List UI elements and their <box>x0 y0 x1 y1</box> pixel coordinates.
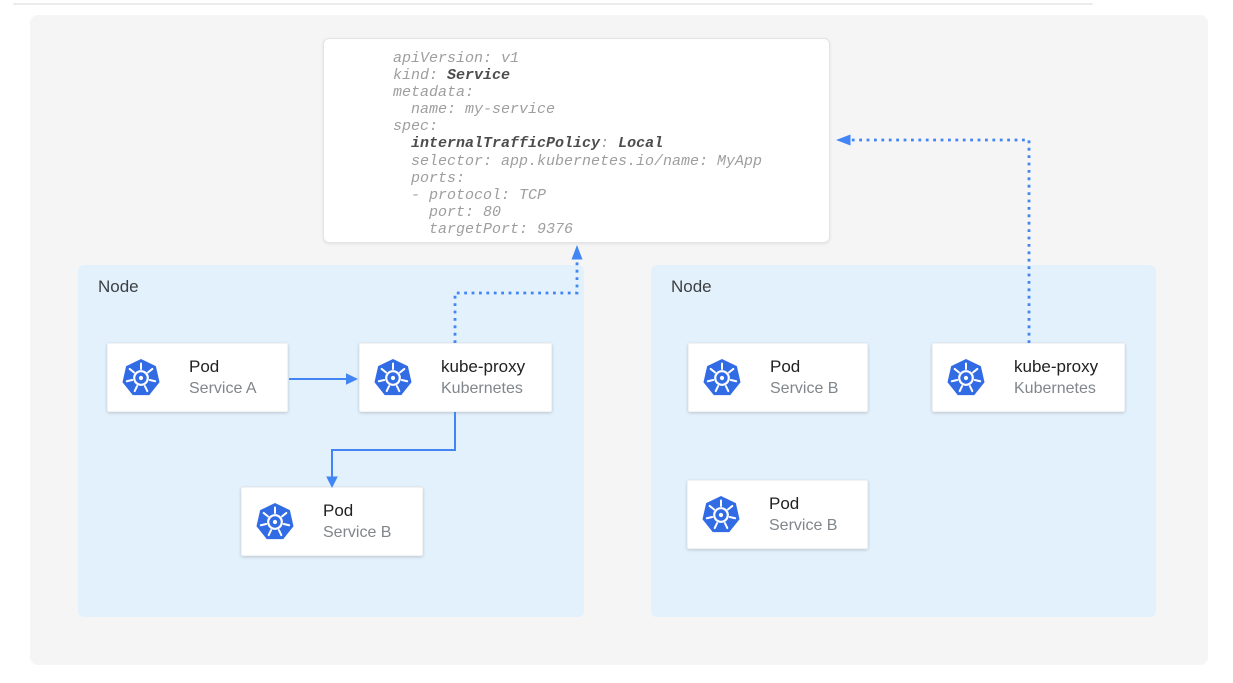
card-subtitle: Service B <box>770 380 839 397</box>
yaml-line: port: 80 <box>393 203 502 221</box>
card-title: kube-proxy <box>441 357 526 376</box>
pod-service-b-card-right-top: Pod Service B <box>688 343 868 412</box>
kubernetes-icon <box>255 501 295 540</box>
card-subtitle: Service B <box>323 524 392 541</box>
card-subtitle: Kubernetes <box>441 380 523 397</box>
yaml-line: apiVersion: v1 <box>393 50 520 67</box>
node-label: Node <box>671 277 712 296</box>
yaml-line: spec: <box>393 118 439 136</box>
kube-proxy-card-right: kube-proxy Kubernetes <box>932 343 1125 412</box>
yaml-line: selector: app.kubernetes.io/name: MyApp <box>393 152 763 170</box>
yaml-line: targetPort: 9376 <box>393 220 574 238</box>
yaml-line: name: my-service <box>393 101 556 119</box>
pod-service-b-card-right-bottom: Pod Service B <box>687 480 868 549</box>
yaml-line: - protocol: TCP <box>393 186 547 204</box>
kubernetes-icon <box>121 357 161 396</box>
top-divider <box>13 3 1093 5</box>
node-label: Node <box>98 277 139 296</box>
yaml-line: metadata: <box>393 84 475 102</box>
card-subtitle: Kubernetes <box>1014 380 1096 397</box>
card-title: Pod <box>769 494 800 513</box>
node-box-right: Node Pod Service B kube-proxy Kubernetes… <box>651 265 1156 617</box>
node-box-left: Node Pod Service A kube-proxy Kubernetes… <box>78 265 584 617</box>
pod-service-b-card-left: Pod Service B <box>241 487 423 556</box>
card-title: Pod <box>323 501 354 520</box>
card-subtitle: Service B <box>769 517 838 534</box>
kube-proxy-card-left: kube-proxy Kubernetes <box>359 343 552 412</box>
yaml-line: kind: Service <box>393 67 511 85</box>
service-yaml-card: apiVersion: v1 kind: Service metadata: n… <box>323 38 830 243</box>
kubernetes-icon <box>702 357 742 396</box>
kubernetes-icon <box>373 357 413 396</box>
card-title: Pod <box>770 357 801 376</box>
card-subtitle: Service A <box>189 380 257 397</box>
yaml-line-internal-traffic-policy: internalTrafficPolicy: Local <box>411 135 664 153</box>
kubernetes-icon <box>701 494 741 533</box>
card-title: kube-proxy <box>1014 357 1099 376</box>
pod-service-a-card: Pod Service A <box>107 343 288 412</box>
yaml-line: ports: <box>393 169 466 187</box>
kubernetes-icon <box>946 357 986 396</box>
card-title: Pod <box>189 357 220 376</box>
